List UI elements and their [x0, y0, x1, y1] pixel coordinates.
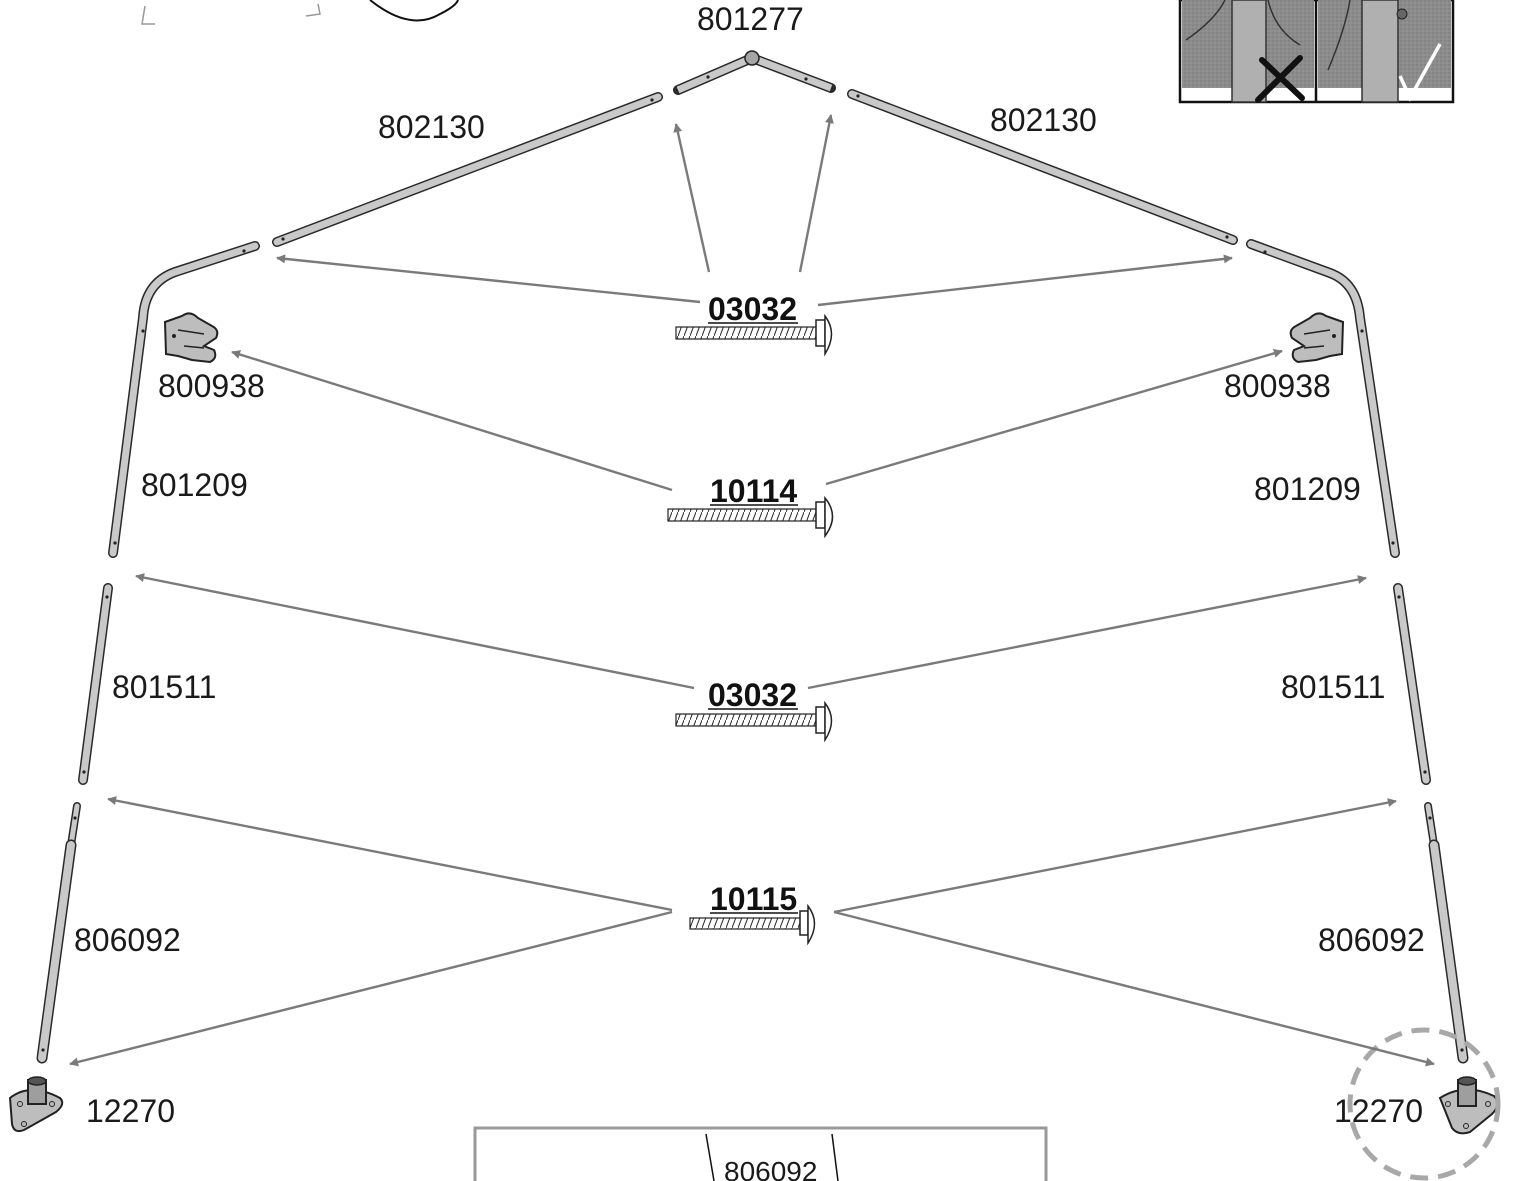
- ridge-tube-right-part: [847, 89, 1238, 245]
- bracket-left-part: [163, 312, 219, 364]
- label-bracket-left: 800938: [158, 368, 265, 404]
- bottom-detail-box: [473, 1126, 1048, 1181]
- label-mid-tube-right: 801511: [1281, 669, 1385, 705]
- label-bolt-row2: 10114: [710, 473, 797, 509]
- label-foot-right: 12270: [1334, 1093, 1423, 1129]
- label-bracket-right: 800938: [1224, 368, 1331, 404]
- inset-correct-incorrect-photo: [1178, 0, 1455, 104]
- label-mid-tube-left: 801511: [112, 669, 216, 705]
- label-bolt-row4: 10115: [710, 881, 797, 917]
- label-ridge-connector: 801277: [697, 1, 804, 37]
- cross-mark-icon: [1255, 55, 1305, 103]
- corner-tube-left-part: [108, 241, 260, 558]
- highlight-circle: [1347, 1027, 1501, 1181]
- label-bolt-row1: 03032: [708, 291, 797, 327]
- label-ridge-tube-right: 802130: [990, 102, 1097, 138]
- label-foot-left: 12270: [86, 1093, 175, 1129]
- foot-left-part: [8, 1076, 64, 1133]
- label-ridge-tube-left: 802130: [378, 109, 485, 145]
- mid-tube-left-part: [78, 583, 113, 785]
- label-bottom-box: 806092: [724, 1156, 817, 1181]
- label-leg-left: 806092: [74, 922, 181, 958]
- leg-right-part: [1424, 802, 1469, 1064]
- label-corner-tube-left: 801209: [141, 467, 248, 503]
- label-bolt-row3: 03032: [708, 677, 797, 713]
- assembly-arrows: [69, 114, 1435, 1067]
- ridge-connector-part: [673, 50, 836, 95]
- label-leg-right: 806092: [1318, 922, 1425, 958]
- bolt-row2-icon: [667, 495, 834, 539]
- decorative-circle-fragment: [369, 0, 459, 22]
- check-mark-icon: [1398, 43, 1442, 102]
- foot-right-part: [1438, 1076, 1499, 1135]
- leg-left-part: [36, 802, 81, 1064]
- decorative-bracket-fragment: [141, 3, 321, 25]
- label-corner-tube-right: 801209: [1254, 471, 1361, 507]
- bracket-right-part: [1289, 312, 1345, 364]
- mid-tube-right-part: [1393, 583, 1431, 785]
- corner-tube-right-part: [1246, 239, 1400, 558]
- bolt-row1-icon: [675, 313, 833, 357]
- bolt-row3-icon: [675, 700, 833, 743]
- bolt-row4-icon: [689, 903, 816, 946]
- ridge-tube-left-part: [272, 92, 663, 247]
